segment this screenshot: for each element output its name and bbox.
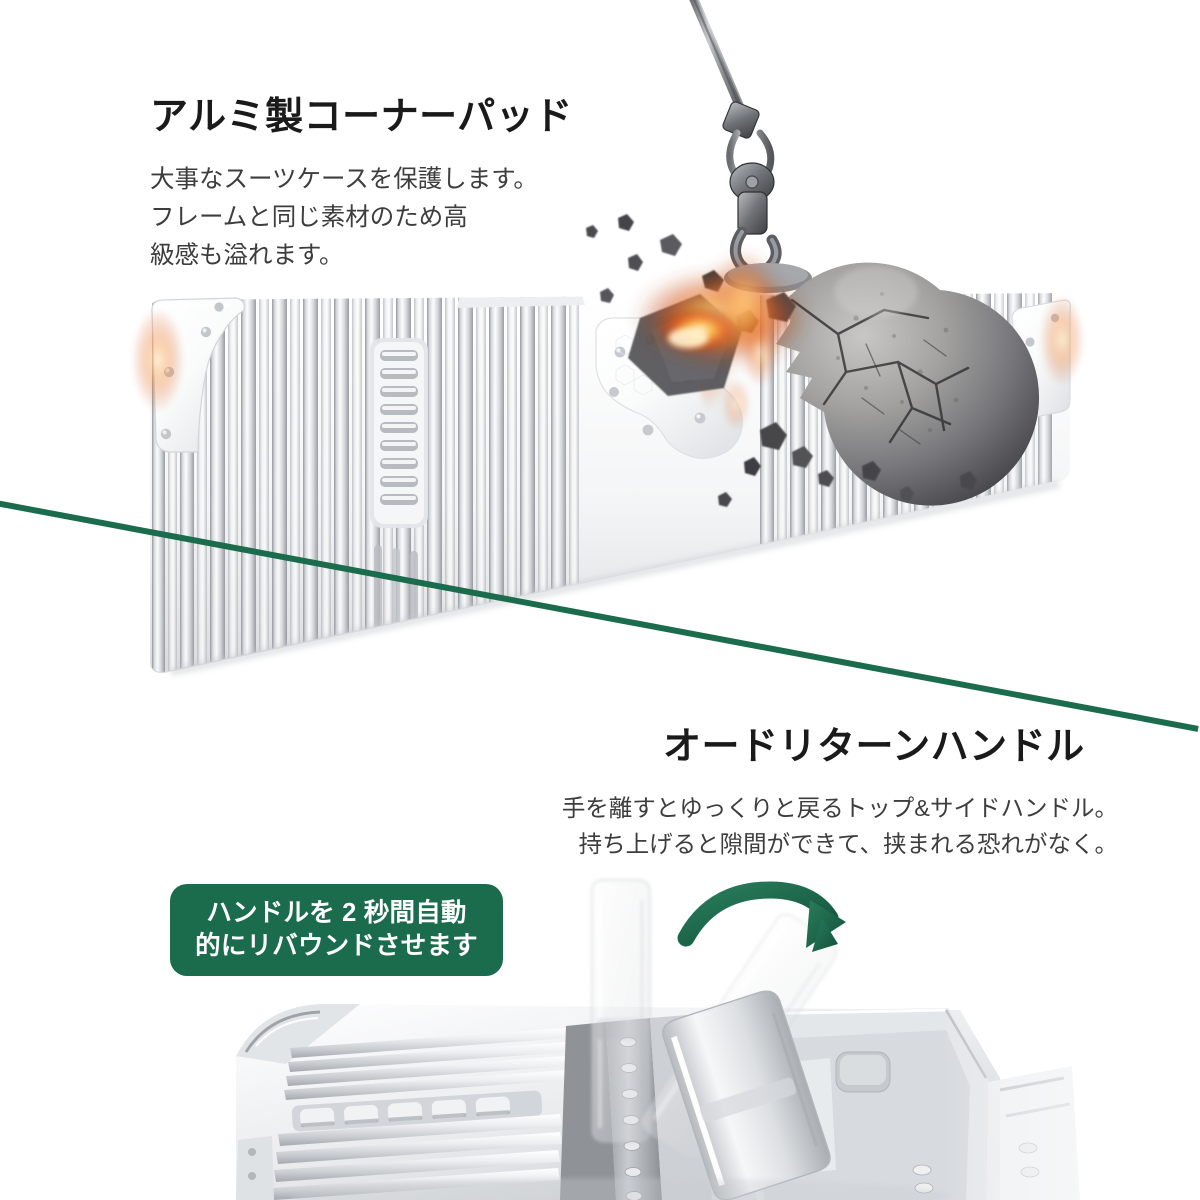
corner-pad-right	[1011, 295, 1084, 419]
corner-pad-left	[132, 297, 245, 453]
stone-debris	[586, 214, 977, 507]
lid-ribs-lower	[272, 1114, 562, 1200]
left-rivet-plate	[236, 1136, 274, 1200]
corner-pad-impact	[595, 317, 743, 459]
suitcase-top-illustration	[132, 292, 1084, 676]
section-title-auto-return-handle: オードリターンハンドル	[663, 725, 1085, 768]
section-body-corner-pad: 大事なスーツケースを保護します。 フレームと同じ素材のため高 級感も溢れます。	[150, 165, 538, 269]
handle-deployed	[662, 990, 831, 1200]
wrecking-ball-cable	[689, 0, 812, 293]
side-rails	[986, 1066, 1080, 1200]
handle-base	[742, 1008, 988, 1200]
frame-band	[560, 1012, 756, 1200]
section-body-auto-return-handle: 手を離すとゆっくりと戻るトップ&サイドハンドル。 持ち上げると隙間ができて、挟ま…	[561, 794, 1118, 857]
lid-bosses	[291, 1090, 543, 1132]
curved-arrow-icon	[677, 881, 846, 952]
handle-ghost-mid	[641, 913, 838, 1161]
rebound-badge: ハンドルを 2 秒間自動 的にリバウンドさせます	[170, 884, 503, 976]
rebound-badge-text: ハンドルを 2 秒間自動 的にリバウンドさせます	[195, 899, 478, 960]
spark-icon	[636, 254, 808, 430]
handle-ghost-upright	[591, 879, 651, 1143]
louvre-panel	[370, 338, 428, 528]
wrecking-ball-icon	[768, 262, 1040, 506]
lid-ribs-upper	[284, 1028, 568, 1100]
section-title-corner-pad: アルミ製コーナーパッド	[150, 95, 573, 138]
diagonal-divider	[0, 497, 1199, 732]
